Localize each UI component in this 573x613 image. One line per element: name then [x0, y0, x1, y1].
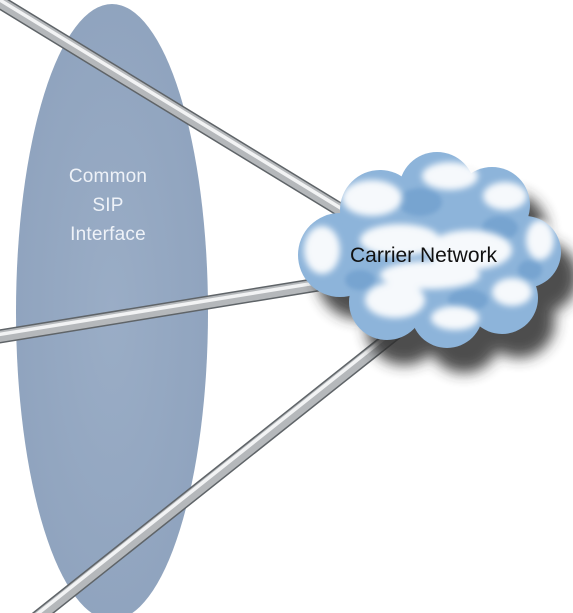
link-bottom: [31, 321, 409, 613]
sip-interface-label: Common SIP Interface: [68, 166, 148, 245]
carrier-network-label: Carrier Network: [350, 244, 498, 267]
link-top: [0, 0, 377, 235]
link-middle: [0, 274, 347, 344]
sip-interface-ellipse: [16, 4, 208, 613]
carrier-network-cloud: [298, 152, 573, 373]
